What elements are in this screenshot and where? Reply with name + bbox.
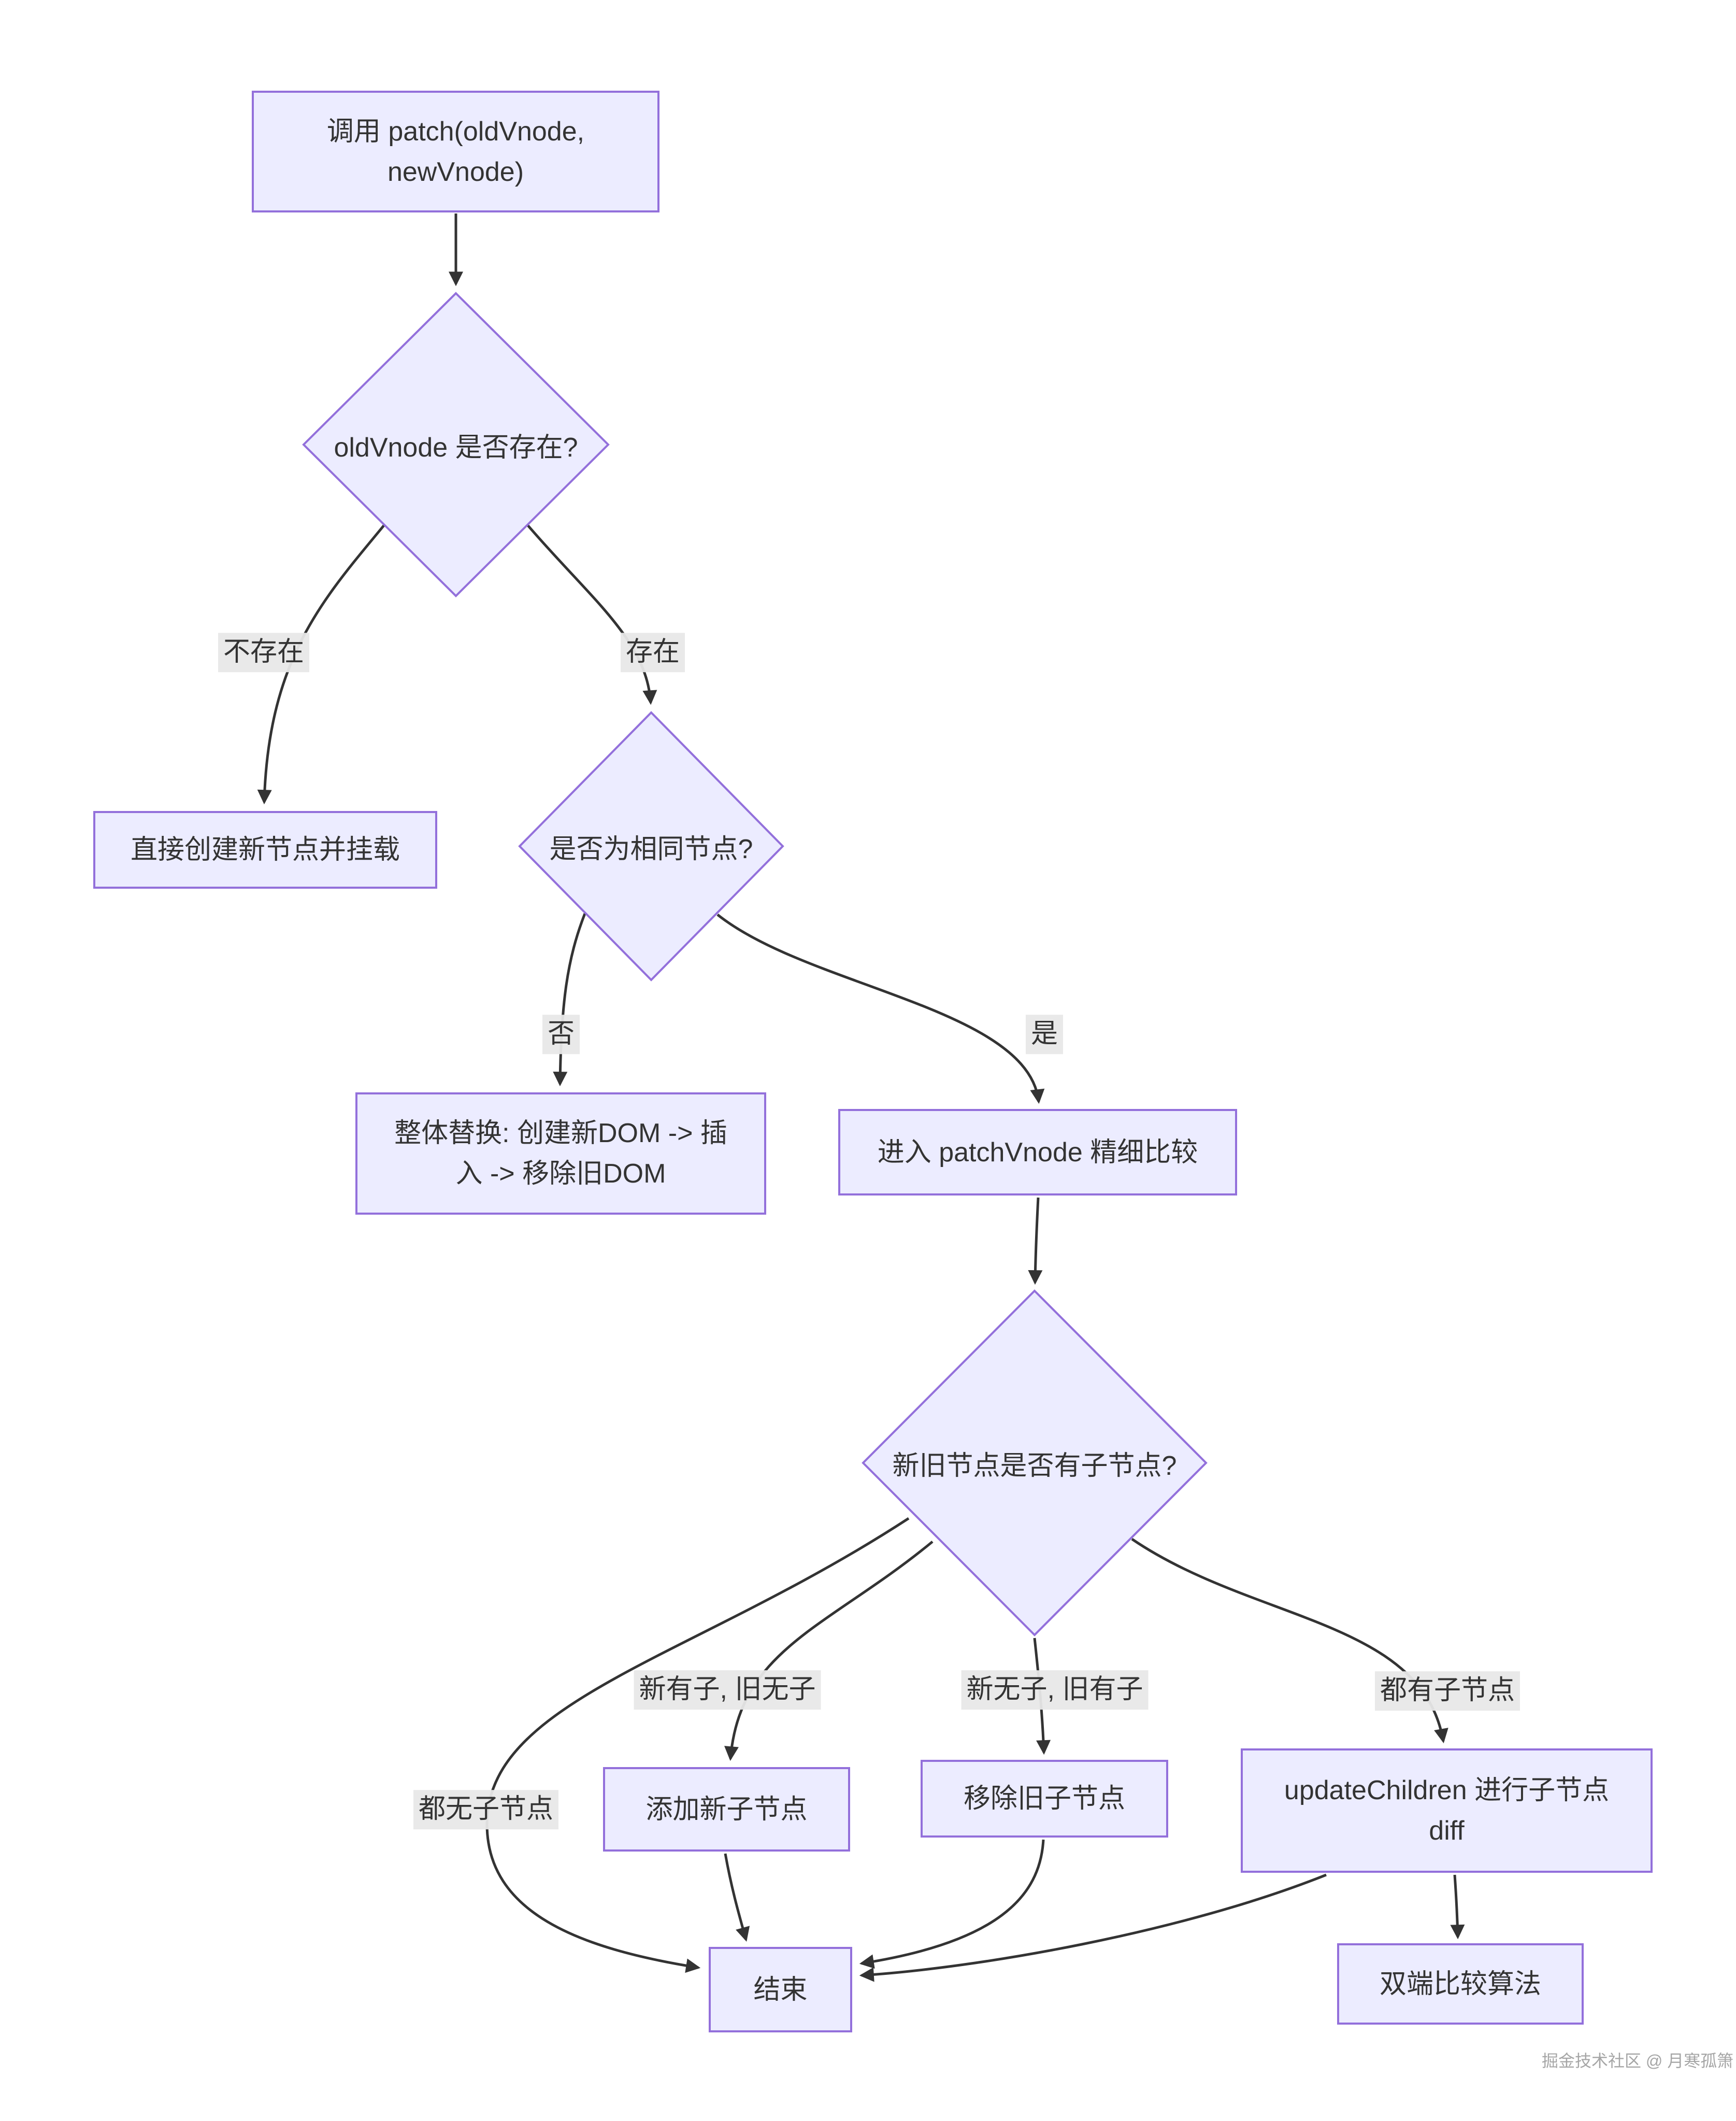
node-end: 结束 xyxy=(709,1947,852,2032)
node-check-children-label: 新旧节点是否有子节点? xyxy=(892,1450,1177,1481)
node-create-mount-label: 直接创建新节点并挂载 xyxy=(130,835,400,865)
edge-check-children-to-end xyxy=(485,1517,910,1973)
edge-patchvnode-to-check-children xyxy=(1028,1197,1043,1285)
edge-label-not-exists: 不存在 xyxy=(218,633,310,672)
edge-label-none-has-children: 都无子节点 xyxy=(413,1790,559,1829)
edge-check-children-to-add xyxy=(724,1541,934,1761)
edge-check-same-to-patchvnode xyxy=(716,914,1045,1104)
node-check-old-exists: oldVnode 是否存在? xyxy=(302,292,610,597)
node-create-mount: 直接创建新节点并挂载 xyxy=(93,811,437,889)
watermark-text: 掘金技术社区 @ 月寒孤箫 xyxy=(1542,2052,1734,2070)
node-check-same-node: 是否为相同节点? xyxy=(518,711,784,981)
edge-add-to-end xyxy=(724,1853,750,1942)
node-add-children-label: 添加新子节点 xyxy=(645,1794,808,1825)
node-check-old-exists-label: oldVnode 是否存在? xyxy=(334,432,578,463)
node-patch-vnode-label: 进入 patchVnode 精细比较 xyxy=(877,1137,1198,1168)
node-update-children-line2: diff xyxy=(1429,1816,1465,1846)
node-patch-vnode: 进入 patchVnode 精细比较 xyxy=(838,1109,1237,1195)
edge-update-to-double-ended xyxy=(1450,1874,1465,1940)
diamond-shape xyxy=(518,711,784,981)
node-remove-children-label: 移除旧子节点 xyxy=(963,1784,1125,1814)
edge-check-old-to-check-same xyxy=(527,524,657,705)
edge-label-yes: 是 xyxy=(1025,1015,1064,1054)
node-double-ended-label: 双端比较算法 xyxy=(1379,1969,1541,1999)
node-start: 调用 patch(oldVnode, newVnode) xyxy=(252,91,659,212)
edge-update-to-end xyxy=(859,1873,1327,1982)
node-check-children: 新旧节点是否有子节点? xyxy=(862,1289,1208,1636)
diamond-shape xyxy=(302,292,610,597)
node-start-line1: 调用 patch(oldVnode, xyxy=(326,116,585,147)
node-start-line2: newVnode) xyxy=(387,156,524,187)
diamond-shape xyxy=(862,1289,1208,1636)
node-end-label: 结束 xyxy=(753,1974,808,2005)
node-add-children: 添加新子节点 xyxy=(603,1767,850,1852)
edge-label-both-have-children: 都有子节点 xyxy=(1374,1671,1520,1711)
edge-label-no: 否 xyxy=(542,1015,580,1054)
edge-remove-to-end xyxy=(859,1839,1045,1969)
node-update-children: updateChildren 进行子节点 diff xyxy=(1241,1748,1653,1873)
edge-label-new-none-old-has: 新无子, 旧有子 xyxy=(961,1670,1149,1710)
node-full-replace: 整体替换: 创建新DOM -> 插 入 -> 移除旧DOM xyxy=(355,1092,766,1215)
node-full-replace-line1: 整体替换: 创建新DOM -> 插 xyxy=(394,1118,727,1148)
node-check-same-node-label: 是否为相同节点? xyxy=(549,834,753,864)
node-full-replace-line2: 入 -> 移除旧DOM xyxy=(455,1159,666,1189)
node-remove-children: 移除旧子节点 xyxy=(921,1760,1168,1838)
node-double-ended: 双端比较算法 xyxy=(1337,1943,1584,2025)
edge-label-new-has-old-none: 新有子, 旧无子 xyxy=(634,1670,821,1710)
node-update-children-line1: updateChildren 进行子节点 xyxy=(1284,1775,1610,1805)
edge-label-exists: 存在 xyxy=(620,633,685,672)
